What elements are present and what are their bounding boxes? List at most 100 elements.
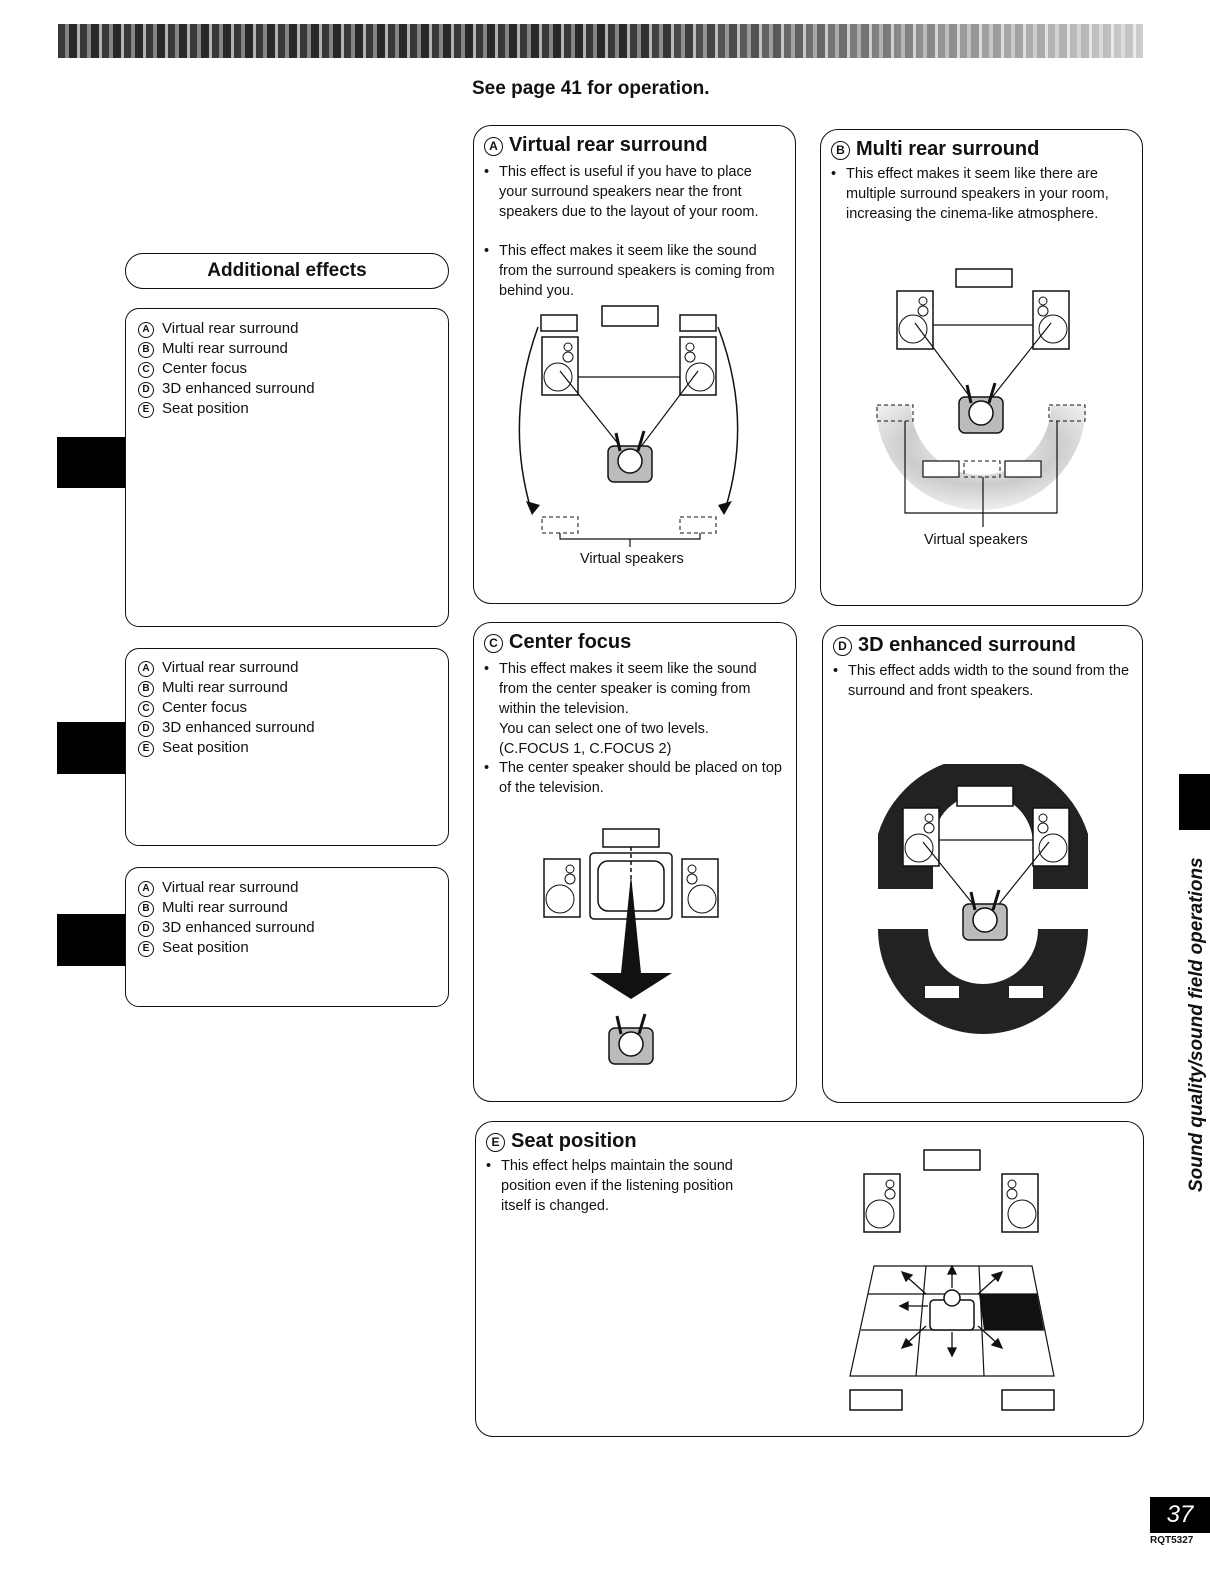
mode-tab-3: [57, 914, 127, 966]
marker-b: B: [138, 901, 154, 917]
center-speaker: [601, 305, 659, 327]
marker-c: C: [138, 362, 154, 378]
center-speaker: [956, 785, 1014, 807]
bullet-item: •The center speaker should be placed on …: [484, 760, 782, 796]
rear-speaker-right: [1001, 1389, 1055, 1411]
marker-a: A: [138, 661, 154, 677]
mode-tab-1: [57, 437, 127, 488]
marker-a: A: [138, 322, 154, 338]
marker-d: D: [138, 921, 154, 937]
center-speaker: [923, 1149, 981, 1171]
listener-icon: [607, 430, 653, 483]
bullet-item: •This effect is useful if you have to pl…: [484, 164, 759, 220]
front-right-speaker: [681, 858, 719, 918]
arrow-right-head: [718, 501, 732, 515]
virtual-speaker-right: [679, 314, 717, 332]
front-right-speaker: [679, 336, 717, 396]
center-speaker: [602, 828, 660, 848]
arrow-right-curve: [717, 326, 739, 514]
front-right-speaker: [1032, 807, 1070, 867]
multi-rear-diagram: Virtual speakers: [876, 268, 1086, 548]
mode-tab-2: [57, 722, 127, 774]
marker-e: E: [138, 402, 154, 418]
page-number: 37: [1150, 1497, 1210, 1533]
bullet-item: • This effect makes it seem like the sou…: [484, 661, 757, 757]
listener-icon: [608, 1013, 654, 1065]
marker-e: E: [138, 941, 154, 957]
center-focus-diagram: [543, 828, 719, 1065]
front-right-speaker: [1001, 1173, 1039, 1233]
additional-effects-header: Additional effects: [125, 253, 449, 289]
arrow-left-curve: [518, 326, 539, 514]
surround-field-shade: [876, 405, 1086, 510]
document-code: RQT5327: [1150, 1535, 1194, 1546]
virtual-speaker-left: [540, 314, 578, 332]
marker-c: C: [138, 701, 154, 717]
virtual-rear-left: [541, 516, 579, 534]
rear-speaker-right: [1009, 986, 1043, 998]
virtual-side-right: [1048, 404, 1086, 422]
virtual-speakers-caption: Virtual speakers: [924, 532, 1028, 548]
rear-speaker-left: [925, 986, 959, 998]
front-left-speaker: [902, 807, 940, 867]
marker-d: D: [138, 382, 154, 398]
marker-a: A: [484, 137, 503, 156]
rear-field-dark: [878, 929, 1088, 1034]
section-side-label: Sound quality/sound field operations: [1186, 857, 1207, 1192]
bullet-item: •This effect makes it seem like the soun…: [484, 243, 775, 299]
see-page-note: See page 41 for operation.: [472, 78, 710, 99]
section-tab: [1179, 774, 1210, 830]
3d-enhanced-diagram: [878, 764, 1088, 1034]
front-left-speaker: [863, 1173, 901, 1233]
marker-e: E: [486, 1133, 505, 1152]
marker-d: D: [833, 637, 852, 656]
bullet-item: •This effect makes it seem like there ar…: [831, 166, 1109, 222]
virtual-rear-left: [922, 460, 960, 478]
virtual-side-left: [876, 404, 914, 422]
listener-icon: [958, 382, 1004, 434]
virtual-rear-diagram: Virtual speakers: [518, 305, 739, 567]
virtual-rear-right: [679, 516, 717, 534]
virtual-rear-right: [1004, 460, 1042, 478]
marker-b: B: [138, 681, 154, 697]
direction-arrows: [898, 1264, 1004, 1358]
header-band-fade: [620, 24, 1143, 58]
rear-speaker-left: [849, 1389, 903, 1411]
seat-position-diagram: [849, 1149, 1055, 1411]
arrow-left-head: [526, 501, 540, 515]
listener-icon: [929, 1289, 975, 1331]
virtual-speakers-caption: Virtual speakers: [580, 551, 684, 567]
marker-b: B: [831, 141, 850, 160]
front-left-speaker: [543, 858, 581, 918]
bullet-item: •This effect helps maintain the sound po…: [486, 1158, 734, 1214]
front-right-speaker: [1032, 290, 1070, 350]
selected-seat-cell: [979, 1294, 1044, 1330]
bullet-item: •This effect adds width to the sound fro…: [833, 663, 1130, 699]
focus-arrow: [590, 875, 672, 999]
marker-b: B: [138, 342, 154, 358]
